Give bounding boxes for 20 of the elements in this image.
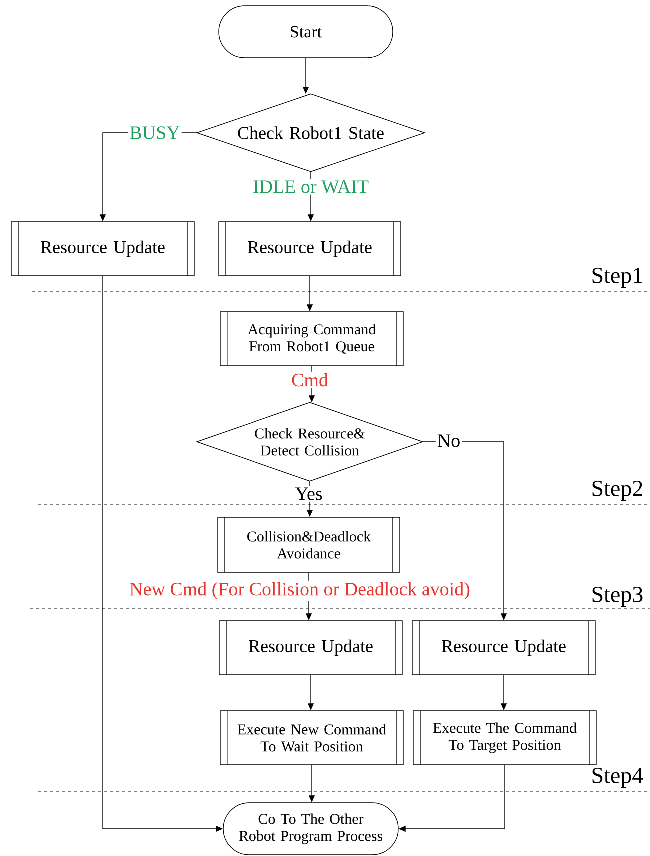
edge-label: Yes: [294, 486, 324, 502]
edge-label: No: [436, 433, 462, 449]
process-box: Acquiring Command From Robot1 Queue: [220, 312, 404, 366]
process-box: Resource Update: [412, 620, 596, 676]
process-box: Execute New Command To Wait Position: [220, 710, 404, 766]
edge-label: Cmd: [290, 372, 330, 388]
process-box: Resource Update: [11, 222, 195, 276]
terminal-box: Co To The Other Robot Program Process: [223, 802, 399, 856]
step-label: Step2: [592, 480, 642, 502]
step-label: Step4: [592, 768, 644, 788]
step-label: Step1: [592, 268, 642, 288]
step-label: Step3: [592, 586, 643, 608]
process-box: Execute The Command To Target Position: [413, 710, 597, 766]
terminal-box: Start: [218, 6, 394, 58]
edge-label: IDLE or WAIT: [251, 179, 371, 195]
process-box: Collision&Deadlock Avoidance: [218, 517, 400, 573]
process-box: Resource Update: [218, 222, 402, 276]
edge-label: BUSY: [128, 125, 182, 141]
edge-label: New Cmd (For Collision or Deadlock avoid): [128, 580, 472, 602]
process-box: Resource Update: [219, 620, 403, 676]
